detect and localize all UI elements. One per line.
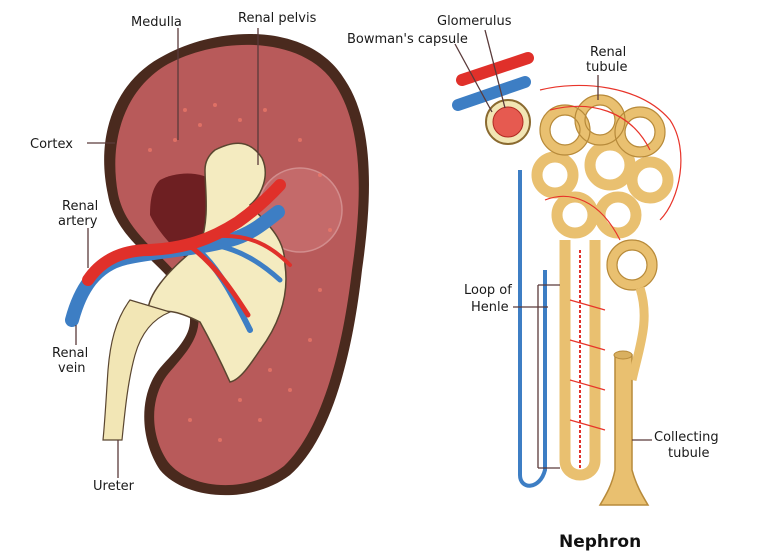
nephron-title: Nephron bbox=[559, 532, 641, 552]
nephron-venule bbox=[452, 76, 531, 111]
label-renal-artery-line1: Renal bbox=[62, 199, 98, 214]
label-medulla: Medulla bbox=[131, 15, 182, 30]
convoluted-tubule bbox=[531, 94, 674, 291]
label-collecting-tubule-line2: tubule bbox=[668, 446, 709, 461]
renal-artery-vessel bbox=[82, 179, 286, 286]
kidney-capillary-speckles bbox=[148, 103, 332, 442]
nephron-illustration bbox=[452, 52, 682, 506]
peritubular-capillaries bbox=[539, 84, 682, 431]
label-renal-vein-line2: vein bbox=[58, 361, 86, 376]
label-loop-of-henle-line2: Henle bbox=[471, 300, 509, 315]
label-collecting-tubule-line1: Collecting bbox=[654, 430, 719, 445]
renal-artery-branch bbox=[187, 243, 251, 318]
nephron-leaders bbox=[454, 29, 652, 469]
label-glomerulus: Glomerulus bbox=[437, 14, 512, 29]
ureter-shape bbox=[102, 299, 172, 441]
vasa-recta-blue bbox=[518, 170, 547, 488]
collecting-tubule-top bbox=[613, 350, 633, 360]
renal-artery-branch-2 bbox=[218, 233, 292, 267]
distal-to-collecting bbox=[627, 286, 649, 382]
label-renal-artery-line2: artery bbox=[58, 214, 98, 229]
renal-pelvis-shape bbox=[147, 142, 287, 383]
collecting-tubule-shape bbox=[598, 354, 650, 506]
label-loop-of-henle-line1: Loop of bbox=[464, 283, 512, 298]
label-cortex: Cortex bbox=[30, 137, 73, 152]
renal-vein-branch-2 bbox=[212, 242, 283, 283]
label-renal-tubule-line1: Renal bbox=[590, 45, 626, 60]
label-bowmans-capsule: Bowman's capsule bbox=[347, 32, 468, 47]
kidney-illustration bbox=[65, 33, 369, 496]
loop-of-henle-bend bbox=[559, 459, 601, 481]
label-renal-vein-line1: Renal bbox=[52, 346, 88, 361]
label-renal-pelvis: Renal pelvis bbox=[238, 11, 317, 26]
glomerulus-shape bbox=[492, 106, 524, 138]
kidney-leaders bbox=[75, 28, 259, 478]
label-renal-tubule-line2: tubule bbox=[586, 60, 627, 75]
label-ureter: Ureter bbox=[93, 479, 135, 494]
